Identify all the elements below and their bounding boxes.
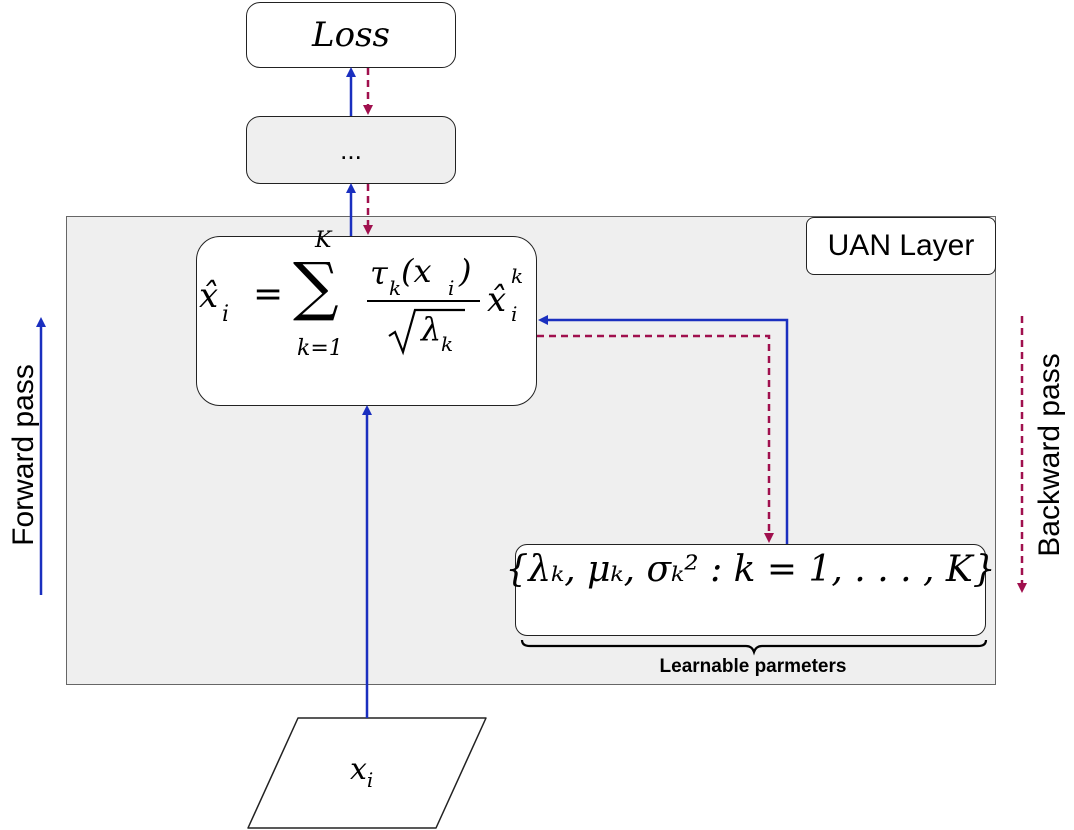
parameters-set: {λₖ, μₖ, σₖ² : k = 1, . . . , K} (505, 549, 996, 590)
input-node[interactable] (247, 717, 487, 829)
intermediate-label: ... (340, 134, 362, 165)
formula-sum-lower: k=1 (297, 336, 343, 361)
intermediate-node[interactable]: ... (246, 116, 456, 184)
formula-term-sup: k (511, 264, 524, 288)
formula-lhs: x̂ (199, 276, 219, 316)
learnable-parameters-label: Learnable parmeters (659, 656, 847, 677)
formula-term-sub: i (511, 302, 518, 326)
formula-numerator: τ (370, 254, 388, 292)
formula-numerator-arg: (x (401, 252, 432, 290)
loss-node[interactable]: Loss (246, 2, 456, 68)
formula-denominator: λ (421, 310, 442, 348)
formula-term: x̂ (487, 280, 507, 320)
formula: x̂ i = K ∑ k=1 τ k (x i ) λ k x̂ k i (197, 228, 536, 406)
uan-layer-label: UAN Layer (827, 229, 975, 262)
formula-numerator-sub: k (389, 276, 402, 300)
formula-numerator-arg-sub: i (448, 276, 455, 300)
formula-denominator-sub: k (441, 332, 454, 356)
formula-node[interactable]: x̂ i = K ∑ k=1 τ k (x i ) λ k x̂ k i (196, 228, 537, 406)
input-label-var: x (350, 752, 367, 787)
formula-sum-symbol: ∑ (293, 250, 339, 324)
parameters-node[interactable]: {λₖ, μₖ, σₖ² : k = 1, . . . , K} (505, 544, 996, 636)
arrow-params-to-formula (538, 315, 789, 544)
fraction-bar (367, 300, 480, 302)
formula-lhs-sub: i (222, 302, 230, 327)
sqrt-symbol (388, 308, 465, 356)
formula-numerator-close: ) (459, 252, 472, 290)
arrow-formula-to-params (537, 334, 774, 543)
formula-equals: = (253, 274, 284, 315)
loss-label: Loss (312, 15, 390, 55)
parameters-brace (520, 639, 988, 656)
formula-sum-upper: K (315, 228, 332, 253)
uan-layer-label-box: UAN Layer (806, 217, 996, 275)
input-label: xi (350, 752, 373, 792)
input-label-sub: i (366, 768, 374, 792)
